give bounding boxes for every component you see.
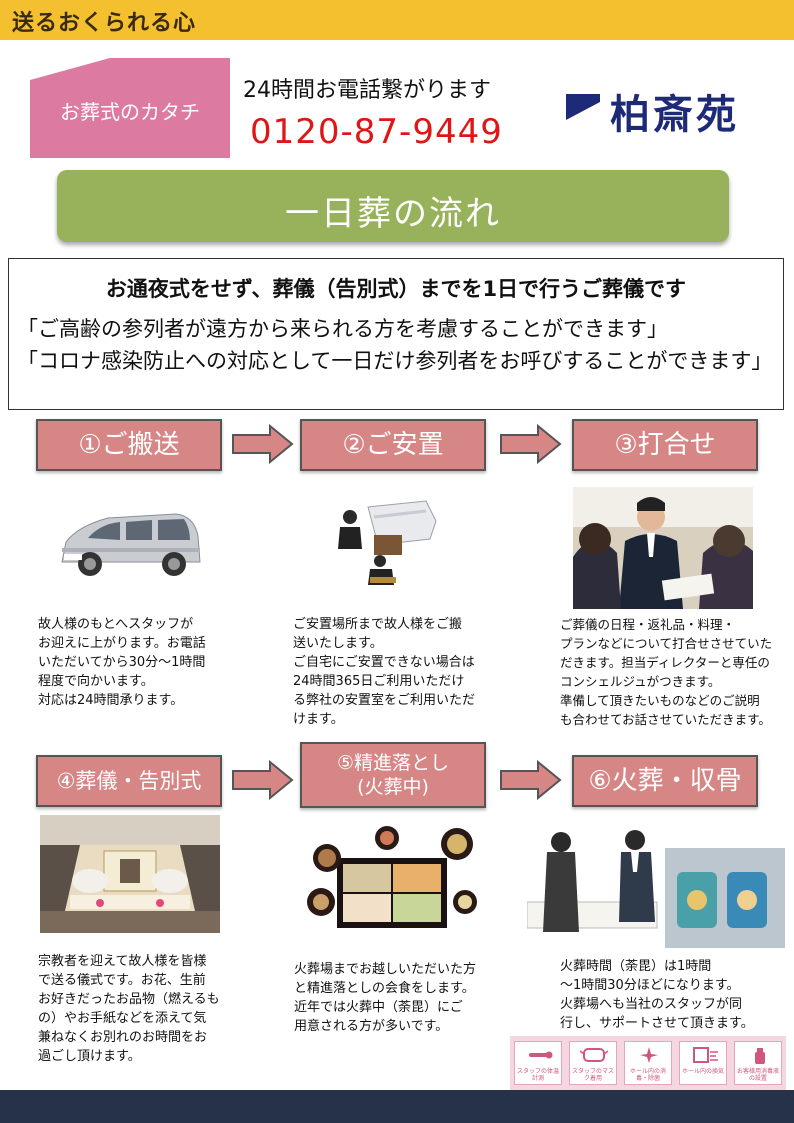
step-6-label: ⑥火葬・収骨	[588, 766, 742, 796]
safety-badge: ホール内の換気	[679, 1041, 727, 1085]
consultation-photo	[573, 487, 753, 609]
arrow-right-icon	[232, 760, 294, 800]
thermometer-icon	[529, 1051, 553, 1059]
intro-heading: お通夜式をせず、葬儀（告別式）までを1日で行うご葬儀です	[105, 277, 687, 301]
brand-tag-label: お葬式のカタチ	[60, 100, 200, 124]
step-2-description: ご安置場所まで故人様をご搬 送いたします。 ご自宅にご安置できない場合は 24時…	[293, 615, 503, 729]
desc-line: で送る儀式です。お花、生前	[38, 973, 206, 988]
slogan: 送るおくられる心	[12, 11, 197, 36]
step-5-label-line-1: ⑤精進落とし	[336, 752, 450, 774]
desc-line: 過ごし頂けます。	[38, 1049, 141, 1064]
title-banner: 一日葬の流れ	[57, 170, 729, 242]
desc-line: だきます。担当ディレクターと専任の	[560, 655, 770, 670]
step-3-box: ③打合せ	[572, 419, 758, 471]
desc-line: る弊社の安置室をご利用いただ	[293, 693, 476, 708]
arrow-right-icon	[500, 424, 562, 464]
desc-line: 用意される方が多いです。	[294, 1019, 449, 1034]
desc-line: 兼ねなくお別れのお時間をお	[38, 1030, 208, 1045]
step-4-description: 宗教者を迎えて故人様を皆様 で送る儀式です。お花、生前 お好きだったお品物（燃え…	[38, 952, 248, 1066]
desc-line: 24時間365日ご利用いただけ	[293, 674, 465, 689]
desc-line: 送いたします。	[293, 636, 383, 651]
intro-line-1: 「ご高齢の参列者が遠方から来られる方を考慮することができます」	[17, 317, 668, 341]
step-4-label: ④葬儀・告別式	[56, 769, 202, 793]
step-5-label-line-2: (火葬中)	[357, 776, 429, 798]
desc-line: ご葬儀の日程・返礼品・料理・	[560, 617, 736, 632]
safety-badge: ホール内の消毒・除菌	[624, 1041, 672, 1085]
safety-badge: スタッフのマスク着用	[569, 1041, 617, 1085]
desc-line: ご自宅にご安置できない場合は	[293, 655, 475, 670]
desc-line: プランなどについて打合せさせていた	[560, 636, 773, 651]
desc-line: 故人様のもとへスタッフが	[38, 617, 194, 632]
step-1-description: 故人様のもとへスタッフが お迎えに上がります。お電話 いただいてから30分～1時…	[38, 615, 238, 710]
page-title: 一日葬の流れ	[285, 194, 501, 234]
step-3-description: ご葬儀の日程・返礼品・料理・ プランなどについて打合せさせていた だきます。担当…	[560, 615, 788, 729]
hours-text: 24時間お電話繋がります	[243, 78, 491, 103]
minivan-photo	[48, 492, 208, 590]
logo-mark-icon	[566, 94, 600, 120]
step-3-label: ③打合せ	[614, 430, 716, 460]
spray-icon	[755, 1048, 765, 1064]
desc-line: けます。	[293, 712, 344, 727]
safety-badge: お客様用消毒液の設置	[734, 1041, 782, 1085]
safety-badge-text: ホール内の消毒・除菌	[629, 1068, 666, 1082]
step-5-box: ⑤精進落とし (火葬中)	[300, 742, 486, 808]
desc-line: 火葬場までお越しいただいた方	[294, 962, 477, 977]
desc-line: コンシェルジュがつきます。	[560, 674, 721, 689]
mask-icon	[579, 1048, 609, 1062]
step-2-label: ②ご安置	[342, 430, 444, 460]
funeral-altar-photo	[40, 815, 220, 933]
enshrinement-illustration	[330, 487, 440, 587]
desc-line: ～1時間30分ほどになります。	[560, 978, 740, 993]
step-2-box: ②ご安置	[300, 419, 486, 471]
desc-line: の）やお手紙などを添えて気	[38, 1011, 207, 1026]
safety-badge-text: ホール内の換気	[681, 1068, 724, 1075]
desc-line: 火葬場へも当社のスタッフが同	[560, 997, 743, 1012]
desc-line: 火葬時間（荼毘）は1時間	[560, 959, 712, 974]
phone-number[interactable]: 0120-87-9449	[250, 112, 503, 152]
desc-line: 準備して頂きたいものなどのご説明	[560, 693, 760, 708]
sparkle-icon	[640, 1047, 658, 1063]
brand-tag: お葬式のカタチ	[30, 58, 230, 158]
safety-badge-text: スタッフの体温計測	[516, 1068, 559, 1082]
safety-badge: スタッフの体温計測	[514, 1041, 562, 1085]
header-bar: 送るおくられる心	[0, 0, 794, 40]
desc-line: 近年では火葬中（荼毘）にご	[294, 1000, 463, 1015]
intro-line-2: 「コロナ感染防止への対応として一日だけ参列者をお呼びすることができます」	[17, 349, 773, 373]
safety-badges: スタッフの体温計測 スタッフのマスク着用 ホール内の消毒・除菌 ホール内の換気 …	[510, 1036, 786, 1090]
desc-line: 宗教者を迎えて故人様を皆様	[38, 954, 207, 969]
desc-line: 対応は24時間承ります。	[38, 693, 184, 708]
logo-text: 柏斎苑	[610, 92, 739, 138]
safety-badge-text: スタッフのマスク着用	[571, 1068, 614, 1082]
step-4-box: ④葬儀・告別式	[36, 755, 222, 807]
arrow-right-icon	[500, 760, 562, 800]
step-1-box: ①ご搬送	[36, 419, 222, 471]
arrow-right-icon	[232, 424, 294, 464]
desc-line: も合わせてお話させていただきます。	[560, 712, 771, 727]
desc-line: 行し、サポートさせて頂きます。	[560, 1016, 754, 1031]
ventilation-icon	[693, 1047, 718, 1063]
desc-line: 程度で向かいます。	[38, 674, 154, 689]
step-6-description: 火葬時間（荼毘）は1時間 ～1時間30分ほどになります。 火葬場へも当社のスタッ…	[560, 957, 780, 1033]
company-logo: 柏斎苑	[566, 82, 778, 138]
desc-line: お迎えに上がります。お電話	[38, 636, 206, 651]
footer-bar	[0, 1090, 794, 1123]
desc-line: ご安置場所まで故人様をご搬	[293, 617, 463, 632]
step-6-box: ⑥火葬・収骨	[572, 755, 758, 807]
desc-line: と精進落としの会食をします。	[294, 981, 475, 996]
bone-collection-illustration	[527, 822, 785, 950]
desc-line: お好きだったお品物（燃えるも	[38, 992, 220, 1007]
step-5-description: 火葬場までお越しいただいた方 と精進落としの会食をします。 近年では火葬中（荼毘…	[294, 960, 504, 1036]
step-1-label: ①ご搬送	[78, 430, 180, 460]
meal-photo	[297, 818, 487, 944]
safety-badge-text: お客様用消毒液の設置	[736, 1068, 779, 1082]
desc-line: いただいてから30分～1時間	[38, 655, 206, 670]
intro-box: お通夜式をせず、葬儀（告別式）までを1日で行うご葬儀です 「ご高齢の参列者が遠方…	[8, 258, 784, 410]
